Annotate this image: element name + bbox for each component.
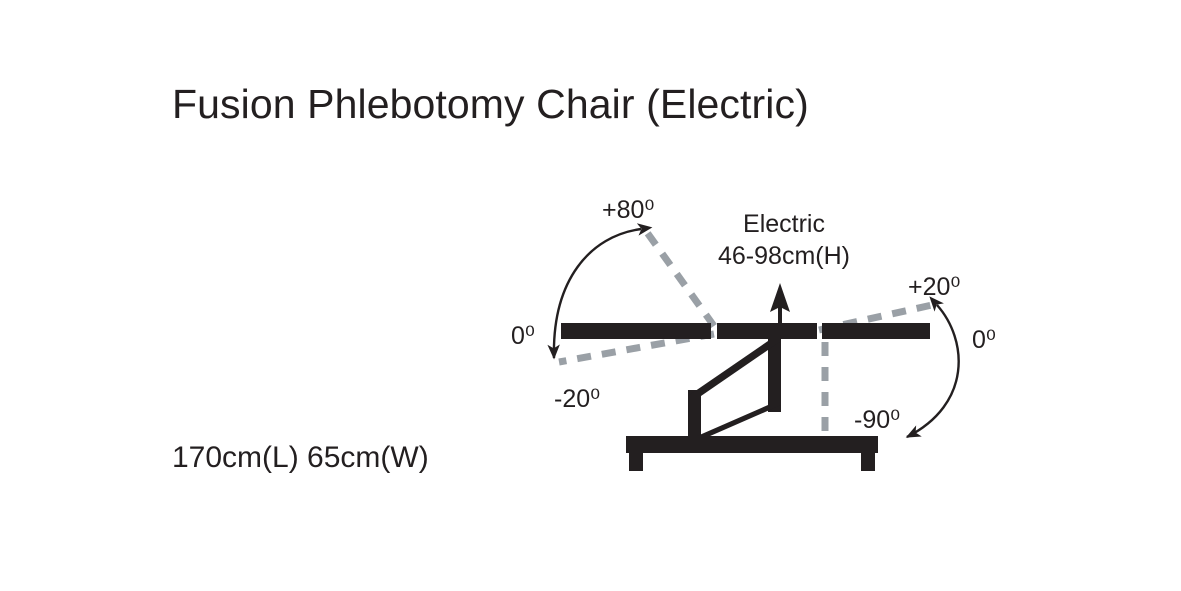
- height-adjust-arrow: [770, 283, 790, 325]
- parallelogram-linkage: [688, 339, 781, 440]
- legrest-max-angle-label: +20⁰: [908, 273, 960, 301]
- footprint-dimensions-label: 170cm(L) 65cm(W): [172, 441, 429, 474]
- rotation-arcs: [547, 223, 960, 439]
- legrest-zero-angle-label: 0⁰: [972, 326, 996, 354]
- backrest-zero-angle-label: 0⁰: [511, 322, 535, 350]
- base-beam: [626, 436, 878, 453]
- diagram-labels: +80⁰ 0⁰ -20⁰ +20⁰ 0⁰ -90⁰ Electric 46-9: [511, 196, 996, 434]
- legrest-section: [822, 323, 930, 339]
- lift-column-upper-post: [768, 339, 781, 412]
- legrest-up-20-guide: [818, 301, 933, 334]
- chair-body: [561, 323, 930, 471]
- legrest-min-angle-label: -90⁰: [854, 406, 900, 434]
- linkage-strut-lower: [688, 405, 781, 440]
- height-adjust-mode-label: Electric: [743, 210, 825, 238]
- up-arrow-icon: [770, 283, 790, 325]
- backrest-max-angle-label: +80⁰: [602, 196, 654, 224]
- backrest-section: [561, 323, 711, 339]
- backrest-up-80-guide: [643, 228, 717, 329]
- seat-section: [717, 323, 817, 339]
- legrest-rotation-arc: [905, 296, 960, 439]
- page-title: Fusion Phlebotomy Chair (Electric): [172, 81, 809, 127]
- lift-column-lower-post: [688, 390, 701, 438]
- height-adjust-range-label: 46-98cm(H): [718, 242, 850, 270]
- linkage-strut-upper: [688, 341, 781, 396]
- base-foot-right: [861, 453, 875, 471]
- backrest-min-angle-label: -20⁰: [554, 385, 600, 413]
- base-foot-left: [629, 453, 643, 471]
- backrest-rotation-arc: [547, 223, 653, 360]
